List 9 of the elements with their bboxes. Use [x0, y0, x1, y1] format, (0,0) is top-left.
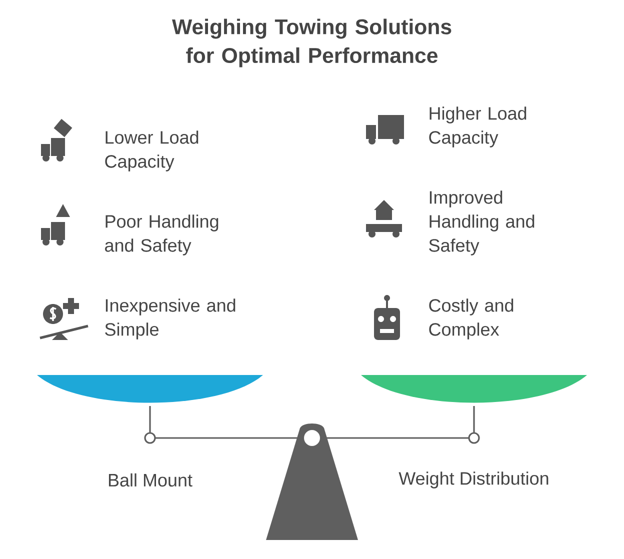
feature-label: Improved Handling and Safety — [429, 190, 534, 256]
feature-label: Higher Load Capacity — [429, 106, 526, 148]
feature-label: Costly and Complex — [429, 298, 514, 340]
title: Weighing Towing Solutions for Optimal Performance — [172, 18, 452, 68]
pan-label: Weight Distribution — [398, 472, 548, 488]
feature-label: Lower Load Capacity — [105, 130, 198, 172]
pan-label: Ball Mount — [108, 473, 192, 487]
feature-label: Inexpensive and Simple — [105, 298, 236, 340]
feature-label: Poor Handling and Safety — [105, 214, 218, 256]
